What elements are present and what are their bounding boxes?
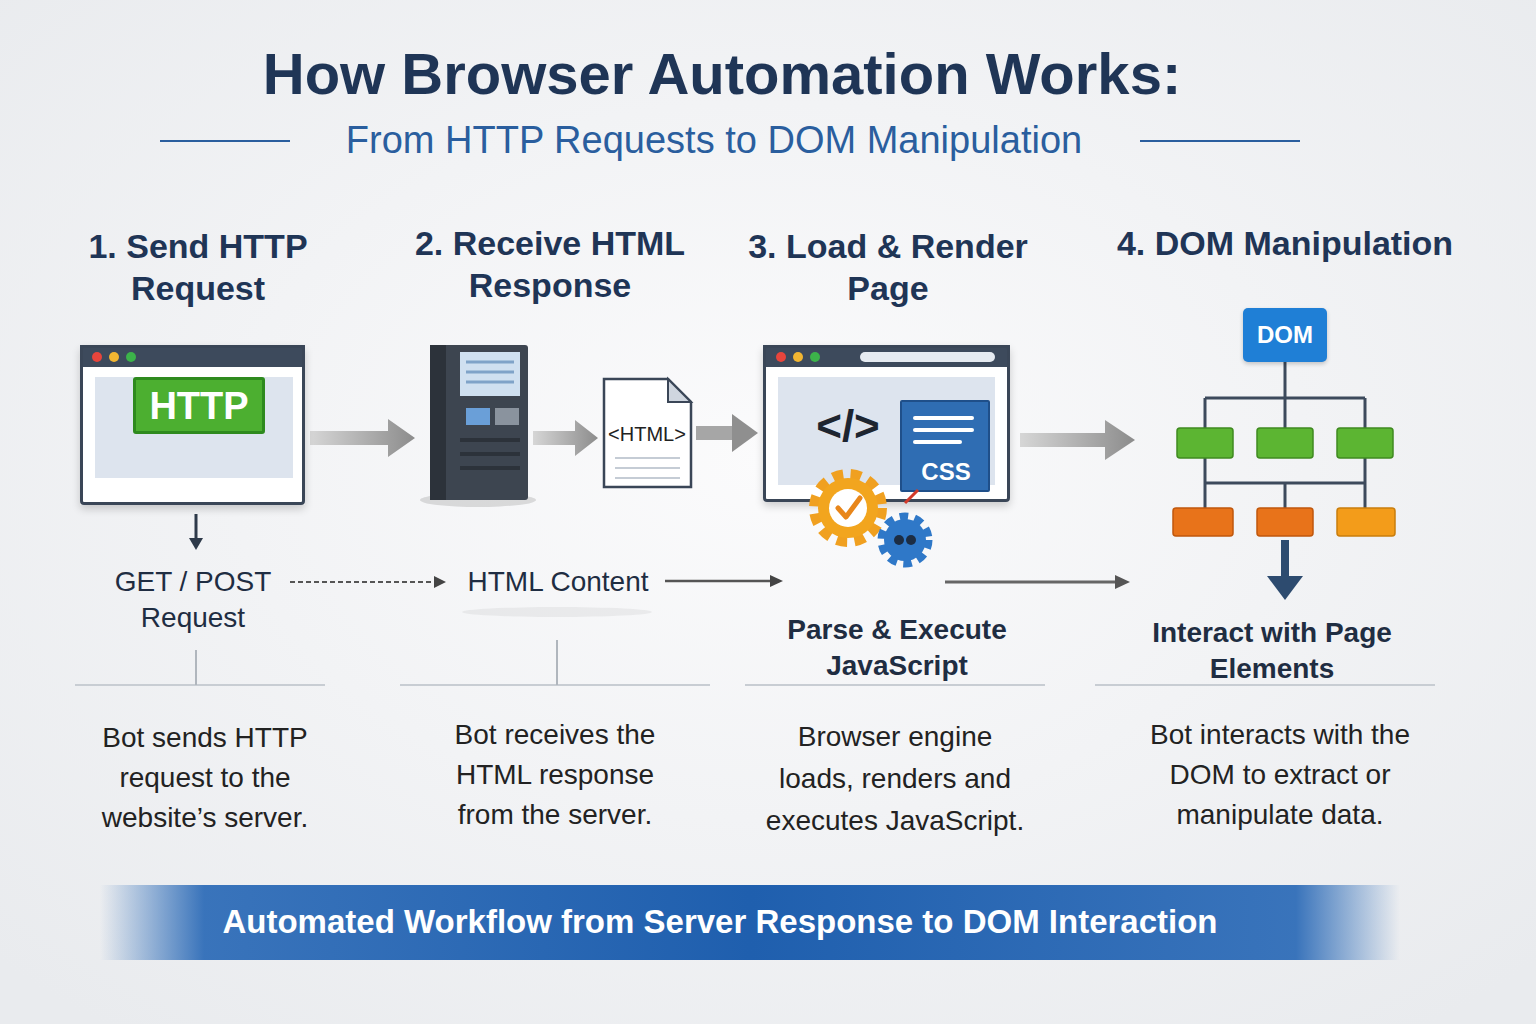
down-arrow bbox=[1267, 540, 1303, 600]
panel-label: CSS bbox=[902, 458, 990, 486]
pointer-arrow bbox=[189, 514, 203, 550]
step-heading: 2. Receive HTML Response bbox=[400, 222, 700, 306]
step-description: Bot sends HTTP request to the website’s … bbox=[75, 718, 335, 838]
css-panel: CSS bbox=[900, 400, 990, 492]
caption-text: Automated Workflow from Server Response … bbox=[95, 902, 1345, 942]
flow-arrow bbox=[310, 419, 415, 457]
browser-window: 3. Load & Render Page</>CSS bbox=[763, 345, 1010, 502]
arrow-head bbox=[732, 414, 758, 452]
dom-root: DOM bbox=[1243, 308, 1327, 362]
badge-text: HTTP bbox=[136, 386, 262, 426]
http-badge: HTTP bbox=[133, 377, 265, 434]
document-fold bbox=[668, 379, 691, 402]
step-heading: 1. Send HTTP Request bbox=[68, 225, 328, 309]
step-description: Bot interacts with the DOM to extract or… bbox=[1148, 715, 1413, 835]
diagram-title: How Browser Automation Works: bbox=[72, 40, 1372, 108]
arrow-shaft bbox=[696, 426, 734, 440]
document-line bbox=[615, 457, 680, 459]
step-note: GET / POST Request bbox=[98, 564, 288, 636]
tree-leaf bbox=[1173, 428, 1395, 536]
step-note: HTML Content bbox=[438, 564, 678, 600]
step-heading: 4. DOM Manipulation bbox=[1075, 222, 1495, 264]
node-label: DOM bbox=[1243, 321, 1327, 349]
soft-shadow bbox=[462, 607, 652, 617]
subtitle-rule bbox=[160, 140, 290, 142]
pointer-arrow bbox=[945, 575, 1130, 589]
gear-icon bbox=[883, 518, 927, 562]
browser-window-art bbox=[80, 345, 305, 505]
file-label: <HTML> bbox=[603, 422, 692, 446]
dom-tree bbox=[1205, 362, 1365, 508]
gear-icon bbox=[816, 476, 880, 540]
step-note: Parse & Execute JavaScript bbox=[767, 612, 1027, 684]
pointer-arrow bbox=[665, 575, 783, 587]
browser-window-art bbox=[763, 345, 1010, 502]
subtitle-rule bbox=[1140, 140, 1300, 142]
step-note: Interact with Page Elements bbox=[1127, 615, 1417, 687]
html-document: <HTML> bbox=[603, 378, 692, 488]
flow-arrow bbox=[533, 420, 598, 456]
flow-arrow bbox=[696, 414, 758, 452]
subtitle: From HTTP Requests to DOM Manipulation bbox=[264, 116, 1164, 164]
pointer-arrow bbox=[290, 576, 446, 588]
step-description: Bot receives the HTML response from the … bbox=[435, 715, 675, 835]
document-line bbox=[615, 477, 680, 479]
step-description: Browser engine loads, renders and execut… bbox=[758, 716, 1033, 842]
flow-arrow bbox=[1020, 420, 1135, 460]
step-heading: 3. Load & Render Page bbox=[738, 225, 1038, 309]
server-icon bbox=[420, 345, 536, 507]
code-symbol: </> bbox=[798, 401, 898, 451]
browser-window: 1. Send HTTP RequestHTTP bbox=[80, 345, 305, 505]
document-line bbox=[615, 467, 680, 469]
